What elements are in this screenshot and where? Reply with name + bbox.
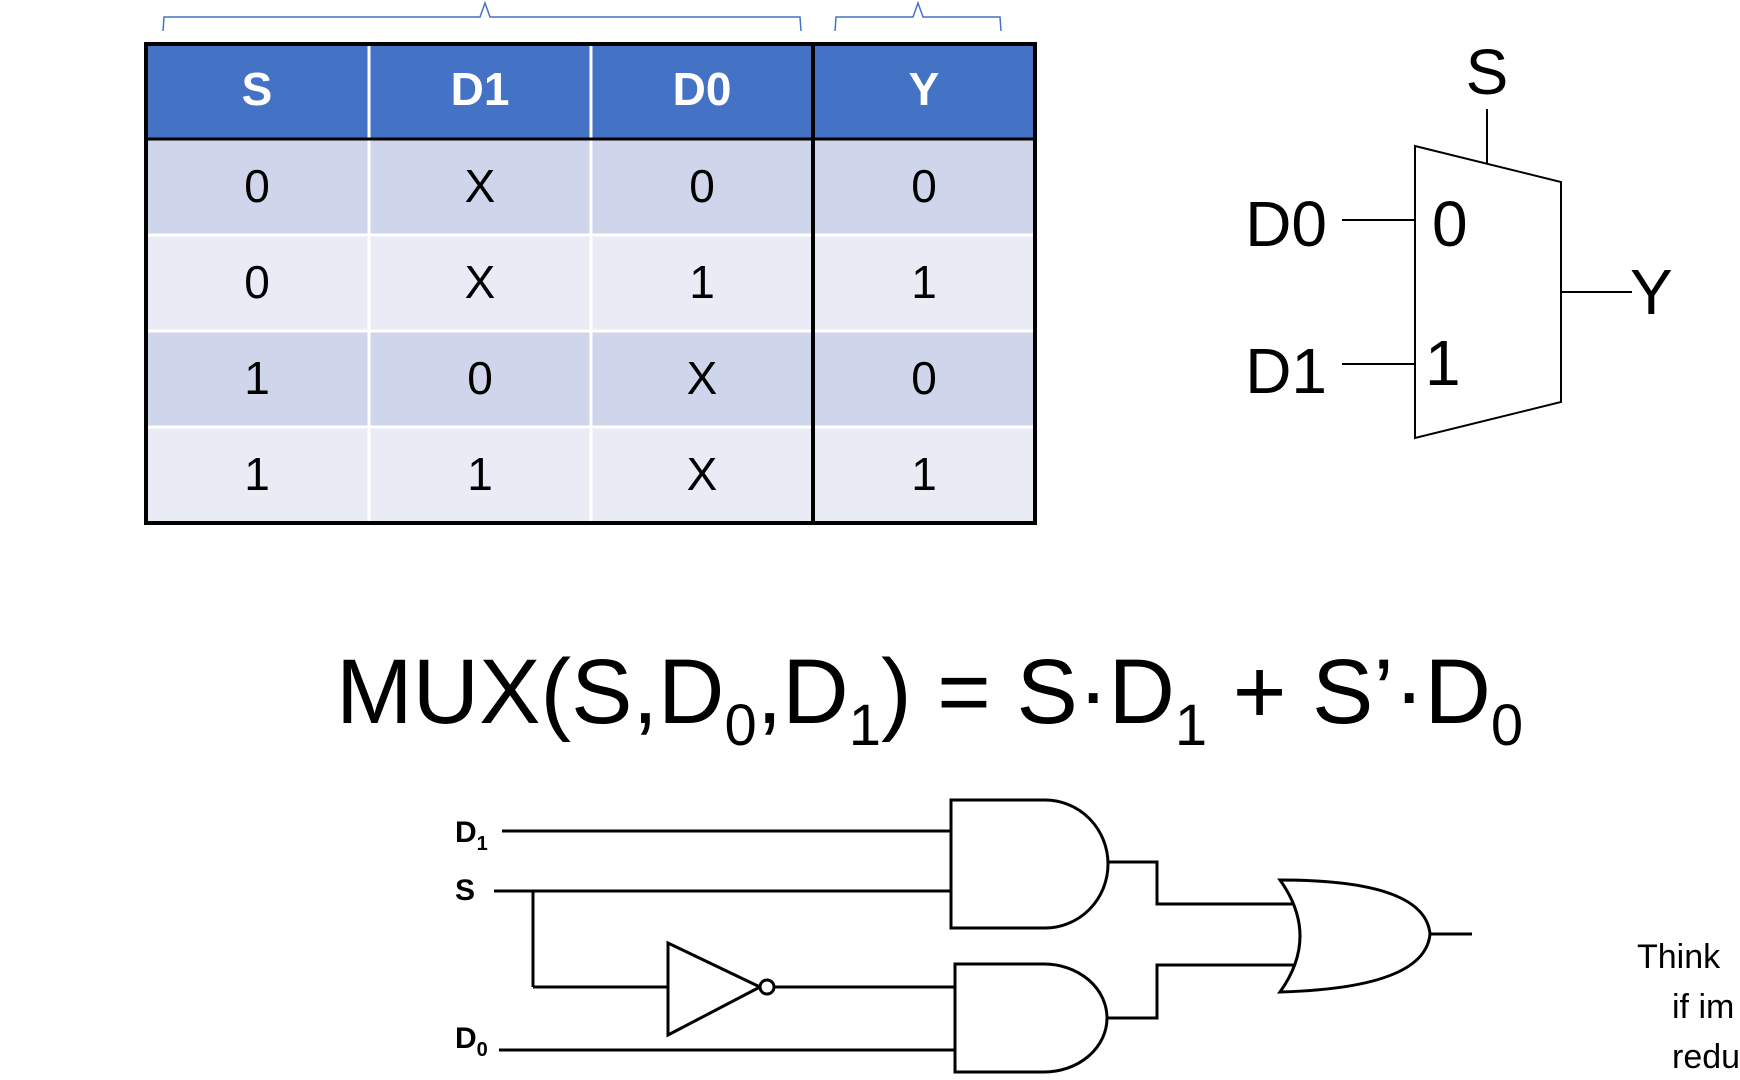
not-gate: [666, 940, 764, 1038]
gate-circuit: D1 S D0: [455, 798, 1472, 1074]
mux-symbol: S D0 D1 0 1 Y: [1245, 36, 1673, 440]
mux-equation: MUX(S,D0,D1) = S·D1 + S’·D0: [336, 641, 1523, 758]
table-cell: X: [465, 160, 496, 212]
table-cell: 1: [911, 448, 937, 500]
table-cell: 1: [911, 256, 937, 308]
mux-port1-label: 1: [1425, 327, 1461, 399]
and-gate-bottom: [953, 962, 1109, 1074]
table-cell: 0: [244, 256, 270, 308]
table-cell: 0: [911, 160, 937, 212]
table-cell: 1: [244, 448, 270, 500]
mux-output-label: Y: [1630, 256, 1673, 328]
table-cell: 0: [467, 352, 493, 404]
mux-select-label: S: [1466, 36, 1509, 108]
d0-input-label: D0: [455, 1022, 488, 1061]
output-brace: [834, 0, 1002, 32]
mux-input1-label: D1: [1245, 335, 1327, 407]
table-cell: X: [687, 448, 718, 500]
side-note-line: Think: [1637, 938, 1721, 976]
table-cell: X: [687, 352, 718, 404]
header-d0: D0: [673, 63, 732, 115]
mux-input0-label: D0: [1245, 188, 1327, 260]
truth-table: S D1 D0 Y 0 X 0 0 0 X 1 1 1 0 X 0 1 1 X …: [144, 42, 1037, 525]
or-gate: [1277, 878, 1432, 994]
side-note-line: if im: [1672, 988, 1734, 1026]
table-cell: 0: [911, 352, 937, 404]
and-gate-top: [949, 798, 1110, 930]
table-cell: X: [465, 256, 496, 308]
table-cell: 0: [689, 160, 715, 212]
table-cell: 1: [467, 448, 493, 500]
header-y: Y: [909, 63, 940, 115]
table-cell: 1: [689, 256, 715, 308]
header-s: S: [242, 63, 273, 115]
side-note: Think if im redu: [1637, 938, 1740, 1076]
d1-input-label: D1: [455, 816, 488, 855]
not-gate-bubble: [758, 978, 776, 996]
side-note-line: redu: [1672, 1038, 1740, 1076]
s-input-label: S: [455, 874, 475, 907]
table-cell: 0: [244, 160, 270, 212]
input-brace: [162, 0, 802, 32]
mux-port0-label: 0: [1432, 188, 1468, 260]
mux-body: [1414, 144, 1562, 440]
table-cell: 1: [244, 352, 270, 404]
header-d1: D1: [451, 63, 510, 115]
